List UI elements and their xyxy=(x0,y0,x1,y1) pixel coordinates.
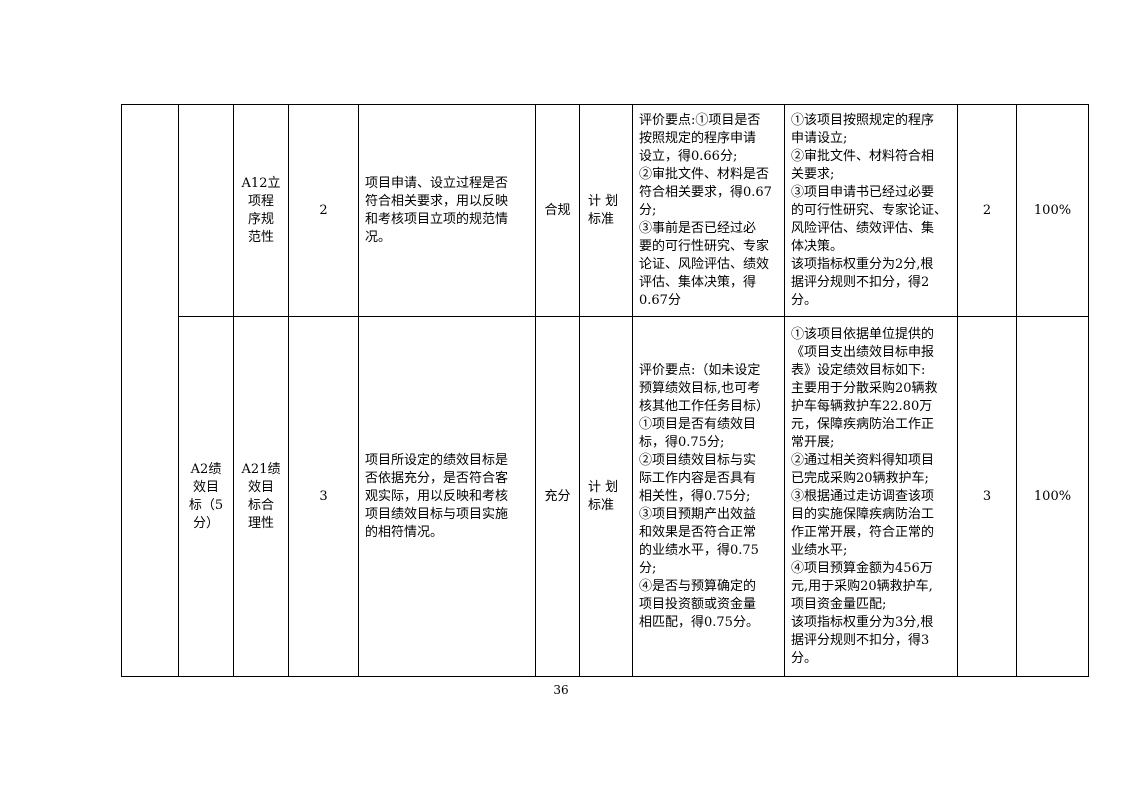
findings-cell: ①该项目按照规定的程序 申请设立; ②审批文件、材料符合相 关要求; ③项目申请… xyxy=(784,104,958,317)
indicator-description-cell: 项目申请、设立过程是否 符合相关要求，用以反映 和考核项目立项的规范情 况。 xyxy=(358,104,536,317)
key-points-cell: 评价要点:①项目是否 按照规定的程序申请 设立，得0.66分; ②审批文件、材料… xyxy=(632,104,785,317)
standard-cell: 计 划 标准 xyxy=(579,104,633,317)
score-cell: 3 xyxy=(957,316,1017,677)
weight-cell: 2 xyxy=(288,104,359,317)
tertiary-indicator-cell: A12立 项程 序规 范性 xyxy=(233,104,289,317)
criterion-cell: 充分 xyxy=(535,316,580,677)
page-number: 36 xyxy=(553,683,569,697)
findings-cell: ①该项目依据单位提供的 《项目支出绩效目标申报 表》设定绩效目标如下: 主要用于… xyxy=(784,316,958,677)
secondary-indicator-cell xyxy=(178,104,234,317)
evaluation-table: A12立 项程 序规 范性 2 项目申请、设立过程是否 符合相关要求，用以反映 … xyxy=(121,104,1089,677)
indicator-description-cell: 项目所设定的绩效目标是 否依据充分，是否符合客 观实际，用以反映和考核 项目绩效… xyxy=(358,316,536,677)
rate-cell: 100% xyxy=(1016,104,1089,317)
primary-indicator-cell xyxy=(121,104,179,677)
criterion-cell: 合规 xyxy=(535,104,580,317)
standard-cell: 计 划 标准 xyxy=(579,316,633,677)
weight-cell: 3 xyxy=(288,316,359,677)
table-row: A12立 项程 序规 范性 2 项目申请、设立过程是否 符合相关要求，用以反映 … xyxy=(121,104,1089,677)
secondary-indicator-cell: A2绩 效目 标（5 分） xyxy=(178,316,234,677)
table-row: A2绩 效目 标（5 分） A21绩 效目 标合 理性 3 项目所设定的绩效目标… xyxy=(122,316,1089,677)
tertiary-indicator-cell: A21绩 效目 标合 理性 xyxy=(233,316,289,677)
rate-cell: 100% xyxy=(1016,316,1089,677)
score-cell: 2 xyxy=(957,104,1017,317)
key-points-cell: 评价要点:（如未设定 预算绩效目标,也可考 核其他工作任务目标） ①项目是否有绩… xyxy=(632,316,785,677)
